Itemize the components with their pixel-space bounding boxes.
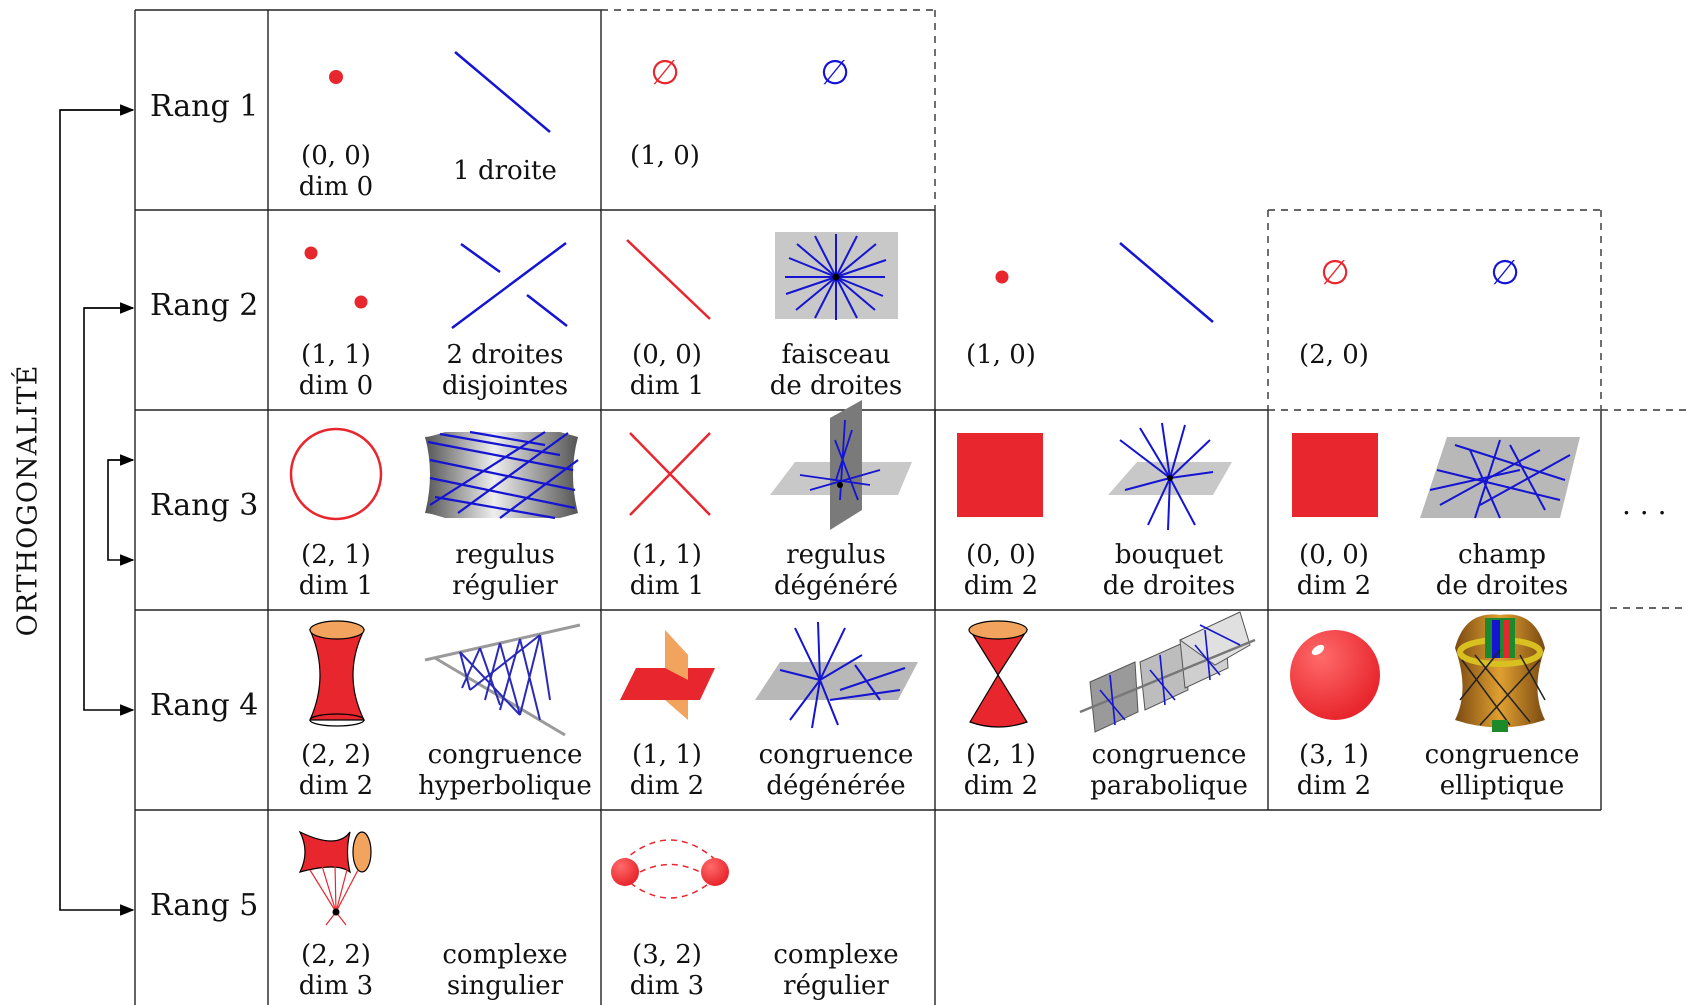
degenerate-congruence-icon	[755, 621, 918, 729]
cell-name: regulus	[786, 540, 886, 570]
crossed-planes-icon	[620, 630, 715, 720]
cell-name: régulier	[452, 571, 558, 601]
cell-signature: (2, 0)	[1299, 340, 1369, 370]
cell-name: hyperbolique	[418, 771, 592, 801]
square-icon	[957, 433, 1043, 517]
cell-name: complexe	[773, 940, 899, 970]
empty-set-icon: ∅	[1320, 253, 1350, 293]
line-icon	[1119, 242, 1214, 323]
cell-signature: (1, 1)	[301, 340, 371, 370]
twin-spheres-icon	[611, 839, 729, 899]
cell-signature: (3, 2)	[632, 940, 702, 970]
cell-dimension: dim 1	[629, 371, 705, 401]
cell-name: parabolique	[1090, 771, 1248, 801]
cell-signature: (2, 2)	[301, 940, 371, 970]
grid	[134, 9, 1602, 1005]
point-icon	[995, 270, 1009, 284]
cell-dimension: dim 1	[629, 571, 705, 601]
cell-dimension: dim 2	[1296, 771, 1372, 801]
cell-name: elliptique	[1439, 771, 1565, 801]
parabolic-congruence-icon	[1079, 611, 1256, 733]
cross-lines-icon	[629, 432, 711, 516]
pencil-of-lines-icon	[775, 232, 898, 320]
line-icon	[454, 51, 551, 133]
cell-name: dégénéré	[773, 571, 898, 601]
row-label-rang-4: Rang 4	[150, 688, 259, 723]
cell-dimension: dim 3	[298, 971, 374, 1001]
hyperbolic-congruence-icon	[424, 623, 581, 737]
cell-name: de droites	[769, 371, 903, 401]
hyperboloid-icon	[309, 620, 365, 727]
cell-name: regulus	[455, 540, 555, 570]
cell-signature: (0, 0)	[301, 141, 371, 171]
cell-name: 2 droites	[446, 340, 564, 370]
cell-signature: (2, 2)	[301, 740, 371, 770]
cell-signature: (2, 1)	[301, 540, 371, 570]
two-points-icon	[304, 246, 368, 309]
cell-signature: (0, 0)	[1299, 540, 1369, 570]
cell-name: de droites	[1102, 571, 1236, 601]
cell-name: régulier	[783, 971, 889, 1001]
regulus-icon	[425, 430, 579, 520]
skew-lines-icon	[451, 241, 568, 330]
empty-set-icon: ∅	[650, 53, 680, 93]
cell-signature: (1, 1)	[632, 740, 702, 770]
cell-name: complexe	[442, 940, 568, 970]
empty-set-icon: ∅	[1490, 253, 1520, 293]
cell-name: congruence	[758, 740, 914, 770]
cell-name: congruence	[1091, 740, 1247, 770]
cell-dimension: dim 2	[963, 571, 1039, 601]
cell-dimension: dim 2	[1296, 571, 1372, 601]
cell-name: congruence	[427, 740, 583, 770]
row-label-rang-3: Rang 3	[150, 488, 259, 523]
cell-dimension: dim 2	[963, 771, 1039, 801]
sphere-icon	[1290, 630, 1380, 720]
cell-dimension: dim 1	[298, 571, 374, 601]
cell-signature: (2, 1)	[966, 740, 1036, 770]
cell-name: singulier	[446, 971, 564, 1001]
circle-icon	[289, 427, 383, 521]
point-icon	[329, 70, 343, 84]
cell-name: champ	[1457, 540, 1547, 570]
cell-name: faisceau	[781, 340, 891, 370]
cell-signature: (0, 0)	[966, 540, 1036, 570]
dashed-borders	[601, 9, 1686, 609]
row-label-rang-5: Rang 5	[150, 888, 259, 923]
orthogonality-arrows	[59, 104, 135, 916]
continuation-ellipsis: . . .	[1622, 488, 1667, 521]
crossed-planes-icon	[770, 400, 912, 530]
cell-signature: (1, 1)	[632, 540, 702, 570]
line-icon	[626, 239, 711, 320]
row-label-rang-1: Rang 1	[150, 89, 259, 124]
cell-name: congruence	[1424, 740, 1580, 770]
empty-set-icon: ∅	[820, 53, 850, 93]
square-icon	[1292, 433, 1378, 517]
cell-dimension: dim 2	[298, 771, 374, 801]
cell-name: dégénérée	[766, 771, 906, 801]
cell-dimension: dim 2	[629, 771, 705, 801]
double-cone-icon	[968, 620, 1029, 728]
cell-name: bouquet	[1114, 540, 1224, 570]
cell-dimension: dim 0	[298, 172, 374, 202]
field-of-lines-icon	[1420, 437, 1580, 519]
cell-dimension: dim 0	[298, 371, 374, 401]
cell-signature: (0, 0)	[632, 340, 702, 370]
cell-name: disjointes	[441, 371, 569, 401]
orthogonality-axis-label: ORTHOGONALITÉ	[12, 364, 44, 637]
cell-signature: (3, 1)	[1299, 740, 1369, 770]
bouquet-icon	[1108, 422, 1232, 531]
cell-name: de droites	[1435, 571, 1569, 601]
cell-signature: (1, 0)	[966, 340, 1036, 370]
singular-complex-icon	[298, 830, 372, 926]
cell-signature: (1, 0)	[630, 141, 700, 171]
cell-name: 1 droite	[453, 156, 557, 186]
row-label-rang-2: Rang 2	[150, 288, 259, 323]
cell-dimension: dim 3	[629, 971, 705, 1001]
elliptic-congruence-icon	[1455, 614, 1546, 732]
